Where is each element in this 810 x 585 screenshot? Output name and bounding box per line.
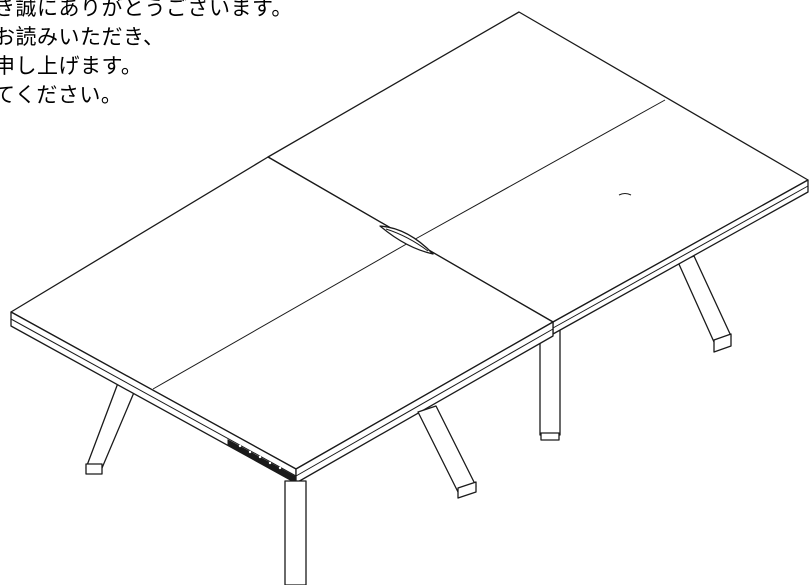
- front-center-leg: [284, 480, 307, 585]
- back-left-leg: [85, 382, 139, 475]
- cable-port-icon: [618, 193, 632, 196]
- right-tabletop: [267, 11, 809, 335]
- instruction-line-1: き誠にありがとうございます。: [0, 0, 293, 20]
- front-right-leg: [417, 405, 477, 499]
- instruction-line-3: 申し上げます。: [0, 54, 143, 78]
- left-tabletop: [10, 156, 554, 484]
- back-right-leg: [677, 255, 732, 353]
- cable-grommet: [379, 225, 434, 255]
- instruction-text: き誠にありがとうございます。 お読みいただき、 申し上げます。 てください。: [0, 0, 293, 110]
- instruction-line-4: てください。: [0, 83, 123, 107]
- instruction-line-2: お読みいただき、: [0, 25, 165, 49]
- back-center-leg: [539, 329, 561, 441]
